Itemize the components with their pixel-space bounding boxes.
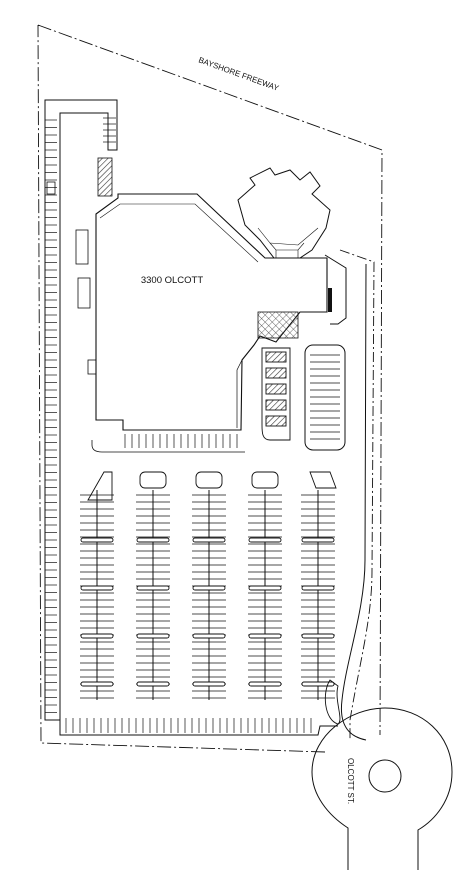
island-head-east [309,471,337,489]
island-head [251,471,279,489]
loading-area [261,347,291,441]
island-break [301,681,335,687]
street-label: OLCOTT ST. [346,758,355,804]
island-break [136,537,170,543]
island-break [192,681,226,687]
building-inner-line [99,203,259,263]
loading-bay [265,367,287,379]
island-break [136,585,170,591]
island-break [248,537,282,543]
west-parking-boundary [44,99,118,721]
small-structure [46,181,56,195]
loading-bay [265,415,287,427]
building-door [328,288,332,312]
building-label: 3300 OLCOTT [141,275,203,286]
island-break [248,633,282,639]
west-parking-stalls [45,119,57,713]
building-entry-hatch [257,311,299,339]
annex-inner [257,227,319,246]
island-break [192,537,226,543]
hatched-area [97,157,113,197]
island-break [192,585,226,591]
east-island [304,344,346,451]
annex-building [237,167,331,259]
olcott-street [311,707,453,870]
loading-bay [265,351,287,363]
west-structure-3 [87,359,97,375]
parking-islands [80,471,337,700]
island-break [80,633,114,639]
west-structure-1 [75,229,89,265]
west-structure-2 [77,277,91,309]
front-parking-stalls [124,434,238,448]
island-break [80,681,114,687]
annex-roof-lines [269,242,305,258]
east-drive-edge [340,263,367,741]
island-break [301,633,335,639]
island-head [195,471,223,489]
east-drive-outer [339,249,375,740]
east-island-stalls [310,354,340,440]
island-head [139,471,167,489]
loading-hatches [265,351,287,427]
island-break [192,633,226,639]
south-parking-stalls [65,718,312,733]
loading-bay [265,399,287,411]
east-drive-inner [324,254,347,325]
island-break [248,681,282,687]
island-break [301,537,335,543]
building-front-edge [236,359,243,428]
entry-median [324,679,341,725]
island-break [80,585,114,591]
north-parking-stalls [103,117,116,143]
island-break [136,681,170,687]
loading-bay [265,383,287,395]
south-parking-edge [59,720,338,736]
island-break [136,633,170,639]
island-break [248,585,282,591]
front-curb [91,440,245,453]
island-break [80,537,114,543]
cul-de-sac-island [368,759,402,793]
property-line [37,24,383,753]
island-break [301,585,335,591]
island-head-west [87,471,113,501]
main-building-outline [95,193,328,431]
